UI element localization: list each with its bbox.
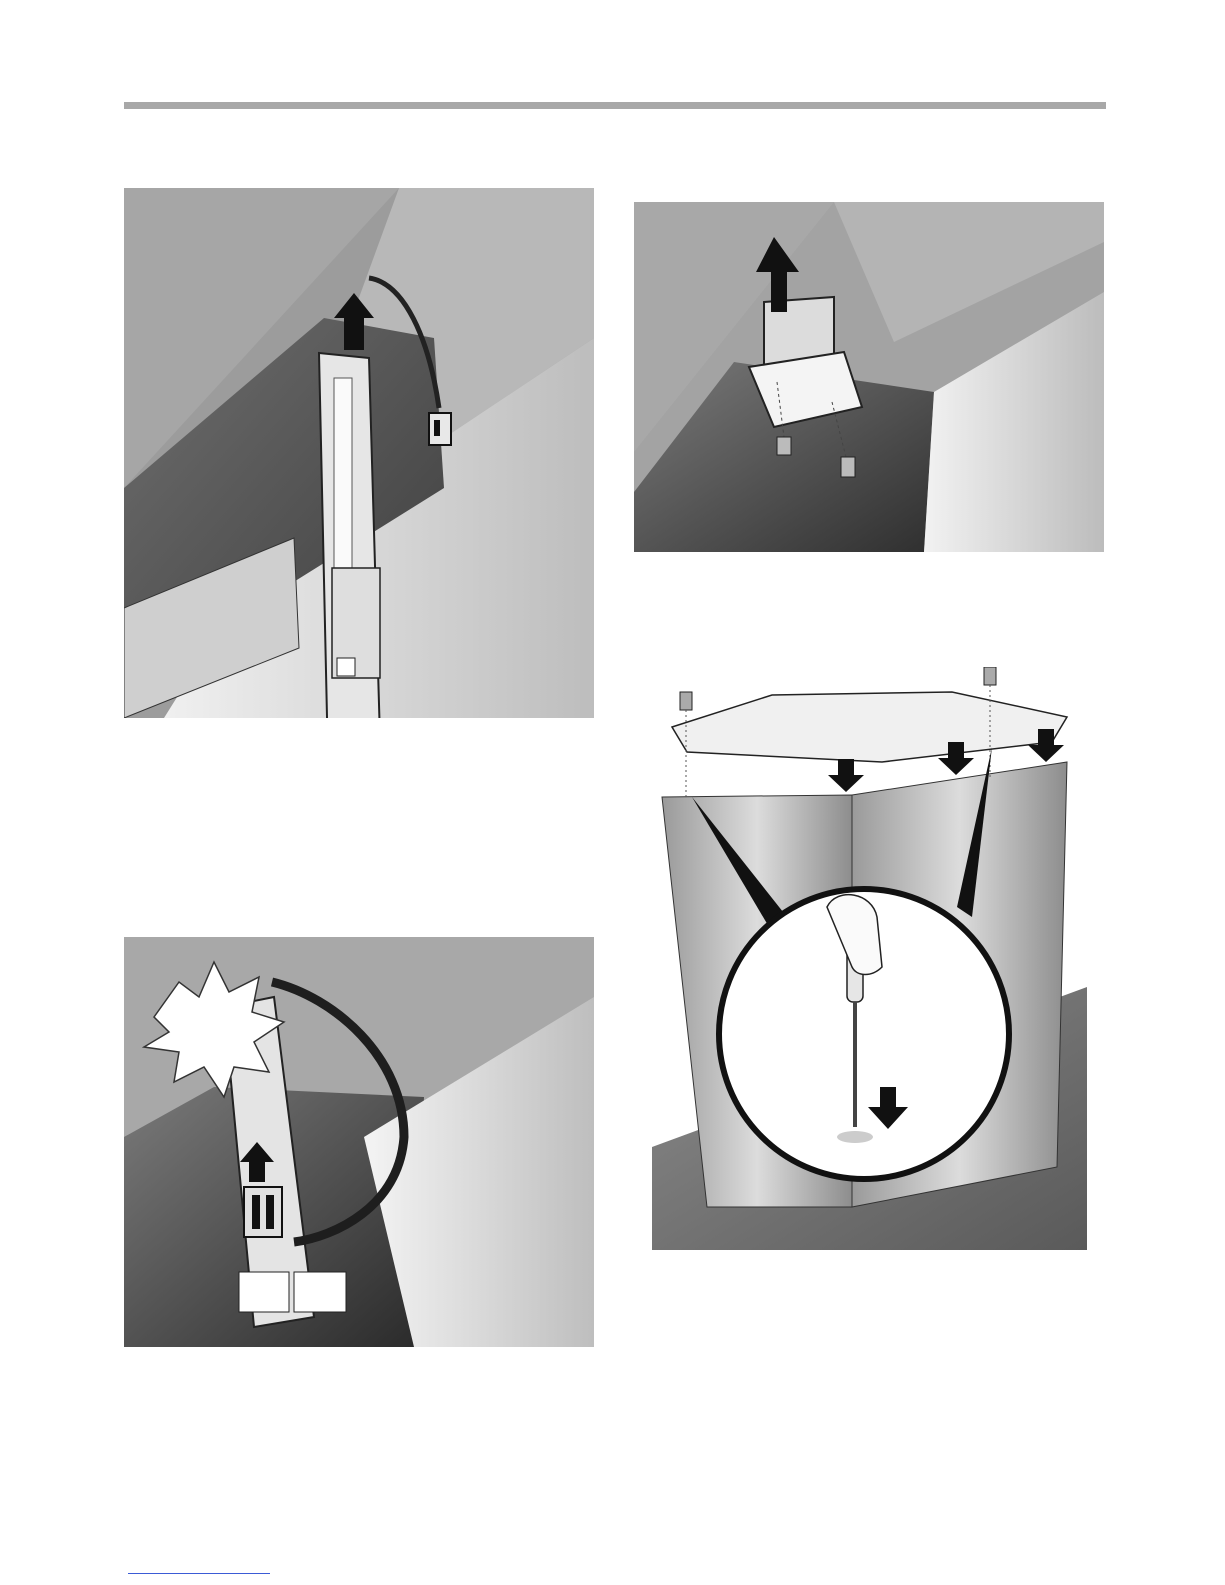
illustration-bracket xyxy=(634,202,1104,552)
figure-fit-cover-screws xyxy=(652,667,1087,1250)
illustration-connector xyxy=(124,937,594,1347)
illustration-lamp-bar xyxy=(124,188,594,718)
footer-link-underline[interactable] xyxy=(128,1573,270,1574)
figure-remove-bracket-screws xyxy=(634,202,1104,552)
figure-remove-lamp-bar xyxy=(124,188,594,718)
duct-cover-plate xyxy=(672,692,1067,762)
arrow-down-icon xyxy=(828,759,864,792)
connector-icon xyxy=(244,1187,282,1237)
illustration-cover xyxy=(652,667,1087,1250)
figure-connect-plug xyxy=(124,937,594,1347)
header-rule xyxy=(124,102,1106,109)
connector-icon xyxy=(429,413,451,445)
